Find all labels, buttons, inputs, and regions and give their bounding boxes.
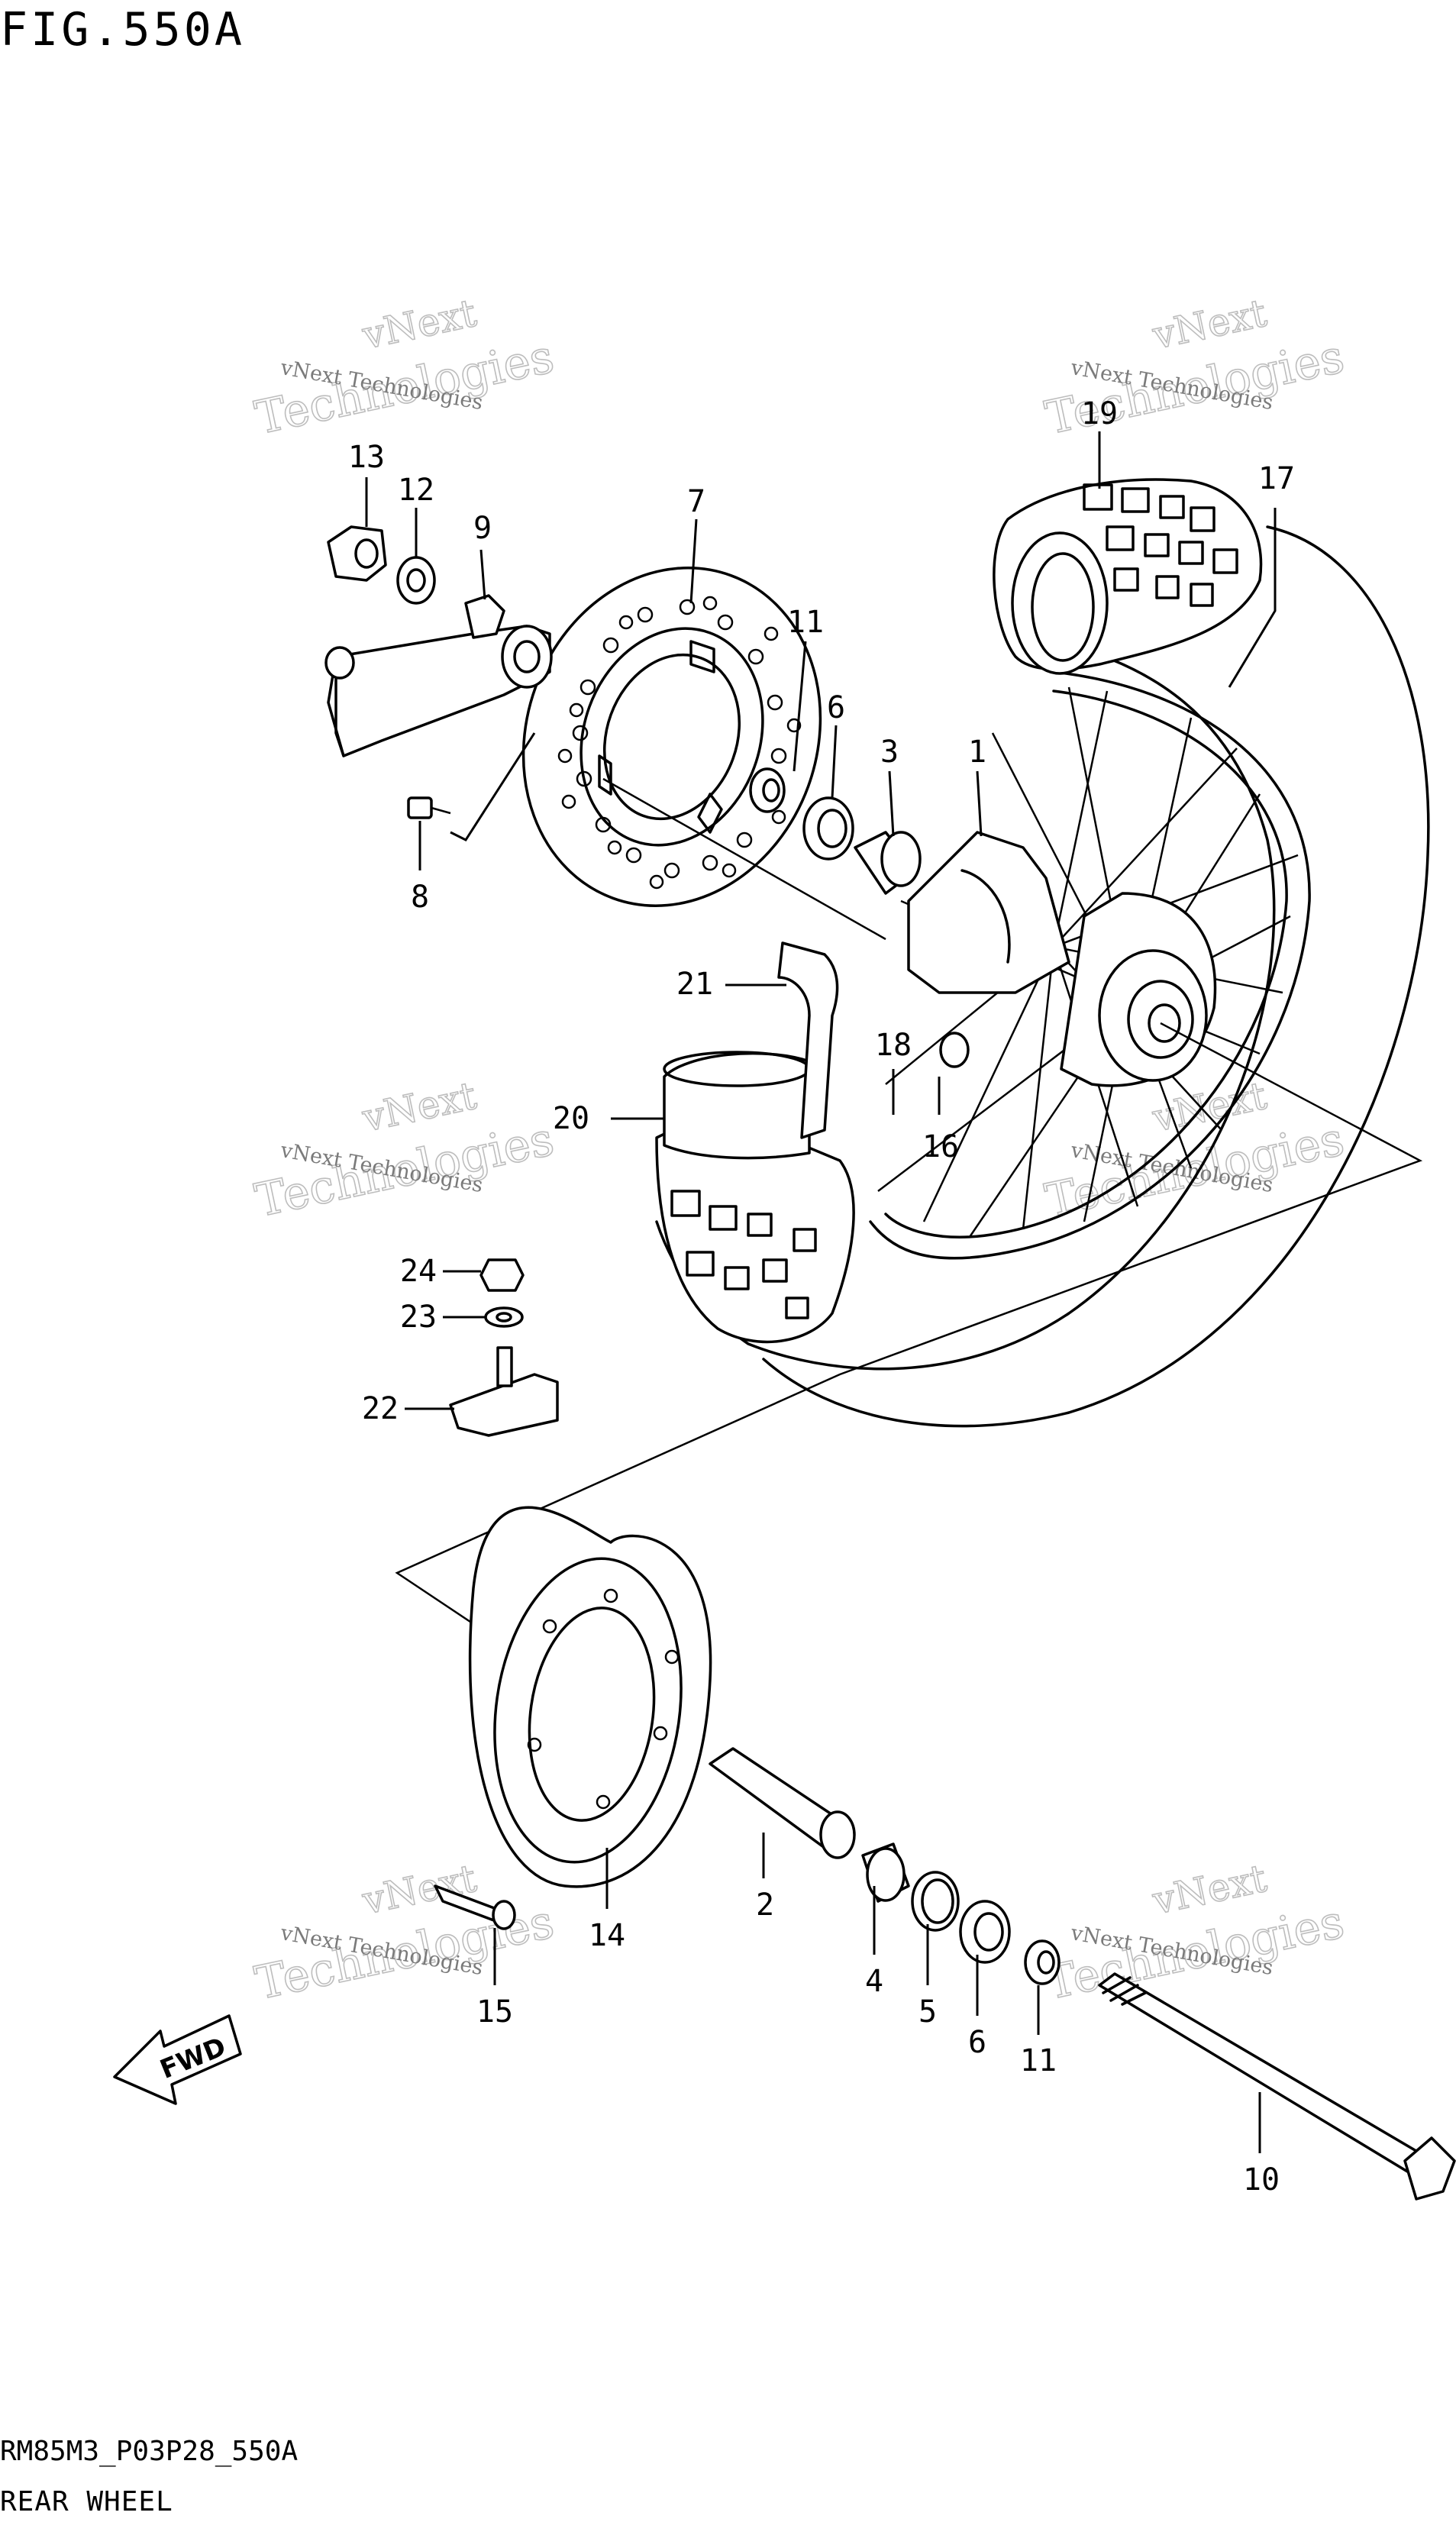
callout-1: 1 <box>968 735 986 770</box>
callout-10: 10 <box>1243 2162 1280 2198</box>
callout-16: 16 <box>922 1129 959 1164</box>
callout-7: 7 <box>687 484 705 519</box>
callout-23: 23 <box>400 1300 437 1335</box>
sprocket <box>468 1506 712 1888</box>
fwd-arrow-icon: FWD <box>113 2014 242 2105</box>
callout-18: 18 <box>875 1028 912 1063</box>
callout-14: 14 <box>589 1918 625 1953</box>
callout-6-bottom: 6 <box>968 2025 986 2060</box>
disc-slot <box>697 793 723 834</box>
axle-centerline <box>602 777 886 941</box>
callout-3: 3 <box>880 735 899 770</box>
callout-5: 5 <box>918 1994 937 2030</box>
rim-outer <box>869 670 1311 1260</box>
tread-blocks-top <box>1083 483 1238 607</box>
valve-nut-24 <box>479 1258 525 1292</box>
bearing-6-top <box>802 796 854 861</box>
callout-9: 9 <box>473 511 492 546</box>
callout-11-bottom: 11 <box>1020 2043 1057 2078</box>
caliper-bracket <box>324 594 553 757</box>
callout-8: 8 <box>411 880 429 915</box>
figure-code: RM85M3_P03P28_550A <box>0 2436 299 2467</box>
circlip-5 <box>911 1871 960 1932</box>
collar-11 <box>749 767 786 813</box>
callout-labels: 13 12 9 7 11 6 3 1 8 19 17 21 20 18 16 2… <box>348 396 1295 2198</box>
wheel-assembly <box>655 478 1430 1428</box>
callout-11-top: 11 <box>787 605 824 640</box>
callout-20: 20 <box>553 1101 589 1136</box>
bolt-8 <box>407 796 451 819</box>
leader-lines <box>365 431 1277 2153</box>
callout-4: 4 <box>865 1964 883 1999</box>
spacer-2 <box>709 1747 856 1859</box>
callout-22: 22 <box>362 1391 399 1426</box>
bearing-6-bottom <box>959 1900 1011 1964</box>
tread-blocks-bottom <box>670 1190 817 1319</box>
callout-13: 13 <box>348 440 385 475</box>
callout-2: 2 <box>756 1888 774 1923</box>
spacer-3 <box>854 831 922 895</box>
callout-19: 19 <box>1081 396 1118 431</box>
callout-6-top: 6 <box>827 690 845 725</box>
figure-name: REAR WHEEL <box>0 2486 173 2517</box>
bushing-12 <box>396 556 436 605</box>
brake-disc <box>521 567 822 907</box>
rim-lock-22 <box>449 1346 559 1437</box>
wheel-hub <box>907 831 1070 994</box>
tire-outline <box>762 525 1430 1428</box>
sprocket-guide-line <box>395 1022 1423 1636</box>
callout-21: 21 <box>676 967 713 1002</box>
hub-detail <box>960 869 1011 964</box>
bearing-4 <box>861 1842 910 1903</box>
hub-bore <box>1127 980 1194 1059</box>
cap-13 <box>327 525 387 582</box>
callout-12: 12 <box>398 473 434 508</box>
callout-24: 24 <box>400 1254 437 1289</box>
callout-15: 15 <box>476 1994 513 2030</box>
tire-front <box>655 632 1276 1371</box>
rim-inner <box>884 689 1288 1238</box>
rim-band <box>663 1051 811 1160</box>
washer-23 <box>484 1306 524 1328</box>
spoke-nipple-18 <box>939 1032 970 1068</box>
figure-title: FIG.550A <box>0 3 245 57</box>
callout-17: 17 <box>1258 461 1295 496</box>
collar-11-bottom <box>1024 1939 1061 1985</box>
sprocket-bolt-15 <box>434 1884 516 1930</box>
hub-center <box>1148 1003 1181 1043</box>
rim-tape <box>777 941 839 1139</box>
axle-10 <box>1098 1972 1456 2201</box>
disc-slot <box>689 640 715 673</box>
disc-slot <box>598 754 612 796</box>
tube-inner <box>1031 552 1095 662</box>
disc-holes <box>557 596 802 890</box>
